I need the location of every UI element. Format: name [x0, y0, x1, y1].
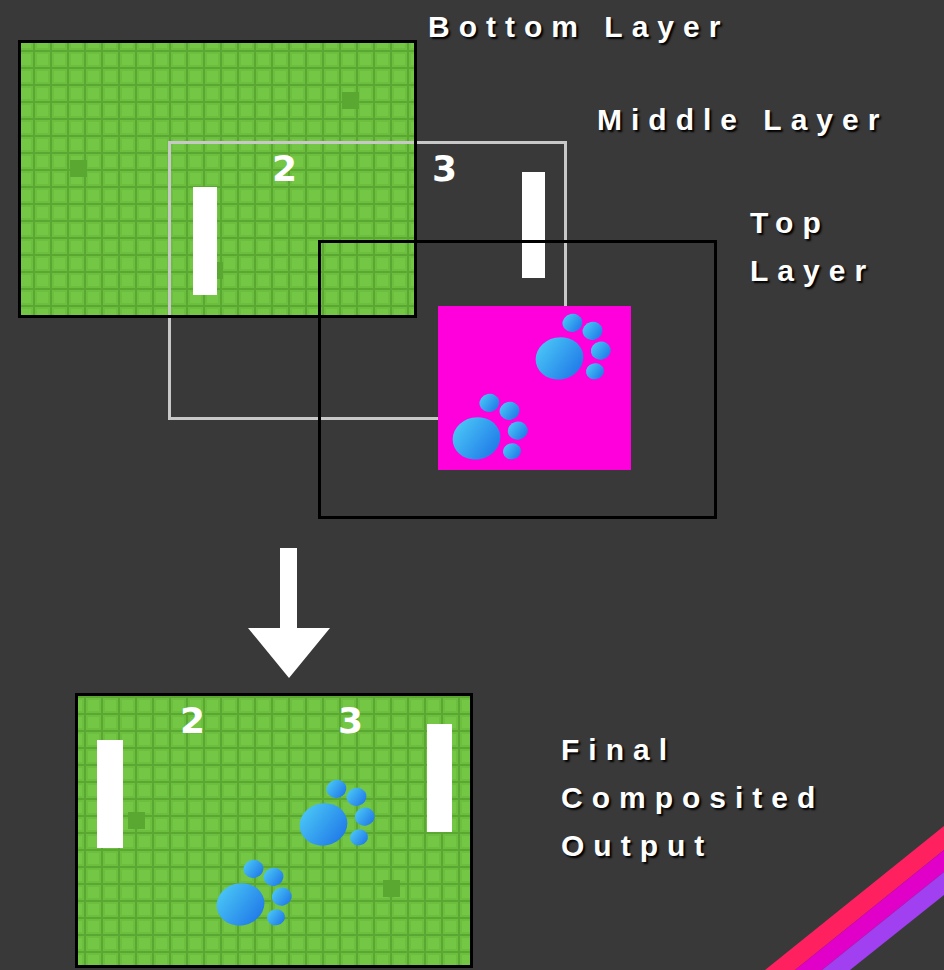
layer-box: Top Layer: [318, 240, 717, 519]
layer-box: Bottom Layer: [18, 40, 417, 318]
score-digit: 2: [272, 151, 297, 187]
layer-heading: Bottom Layer: [428, 3, 729, 51]
layer-heading: Final Composited Output: [561, 726, 901, 870]
score-digit: 3: [432, 151, 457, 187]
layer-box: Middle Layer: [168, 141, 567, 420]
layer-heading: Top Layer: [750, 199, 920, 295]
layer-heading: Middle Layer: [597, 96, 888, 144]
score-digit: 2: [180, 703, 205, 739]
score-digit: 3: [338, 703, 363, 739]
output-box: Final Composited Output: [75, 693, 473, 968]
